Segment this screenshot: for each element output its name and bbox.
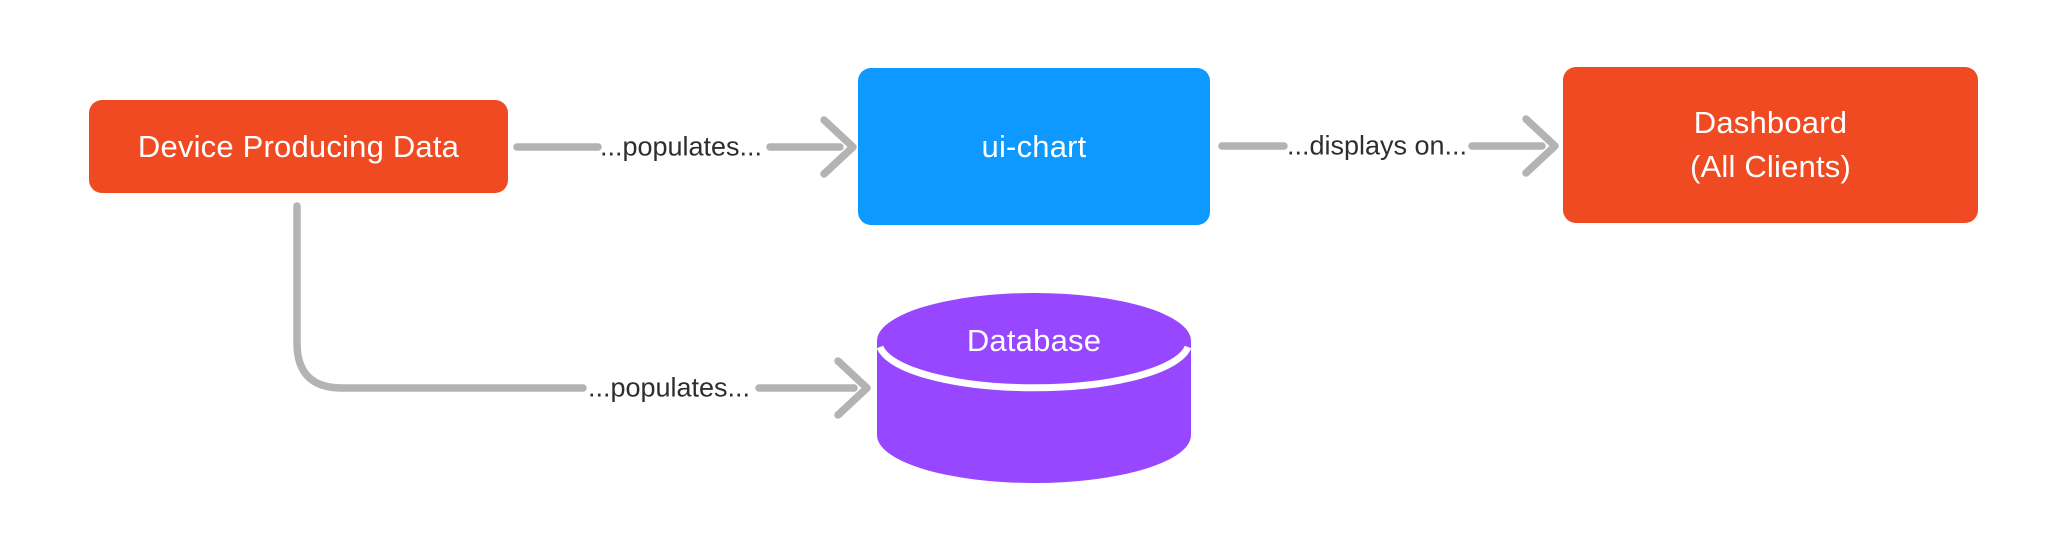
edge-label-displays-on: ...displays on... [1286,130,1468,161]
database-cylinder-icon [877,293,1191,483]
edge-device-to-uichart-arrowhead-icon [820,116,857,178]
edge-uichart-to-dashboard-arrowhead-icon [1522,115,1559,177]
node-database-label: Database [966,323,1102,358]
node-ui-chart: ui-chart [858,68,1210,225]
edge-label-populates-top: ...populates... [599,131,763,162]
node-device-label: Device Producing Data [137,128,460,164]
node-dashboard: Dashboard (All Clients) [1563,67,1978,223]
edge-label-populates-bottom: ...populates... [587,372,751,403]
node-device-producing-data: Device Producing Data [89,100,508,193]
node-dashboard-label-line1: Dashboard [1693,105,1848,140]
node-dashboard-label: Dashboard (All Clients) [1690,101,1851,189]
edge-device-to-database-arrowhead-icon [834,357,871,419]
node-ui-chart-label: ui-chart [981,128,1087,164]
node-database: Database [877,293,1191,483]
node-dashboard-label-line2: (All Clients) [1689,149,1852,184]
edge-device-to-database-segment [293,202,587,392]
